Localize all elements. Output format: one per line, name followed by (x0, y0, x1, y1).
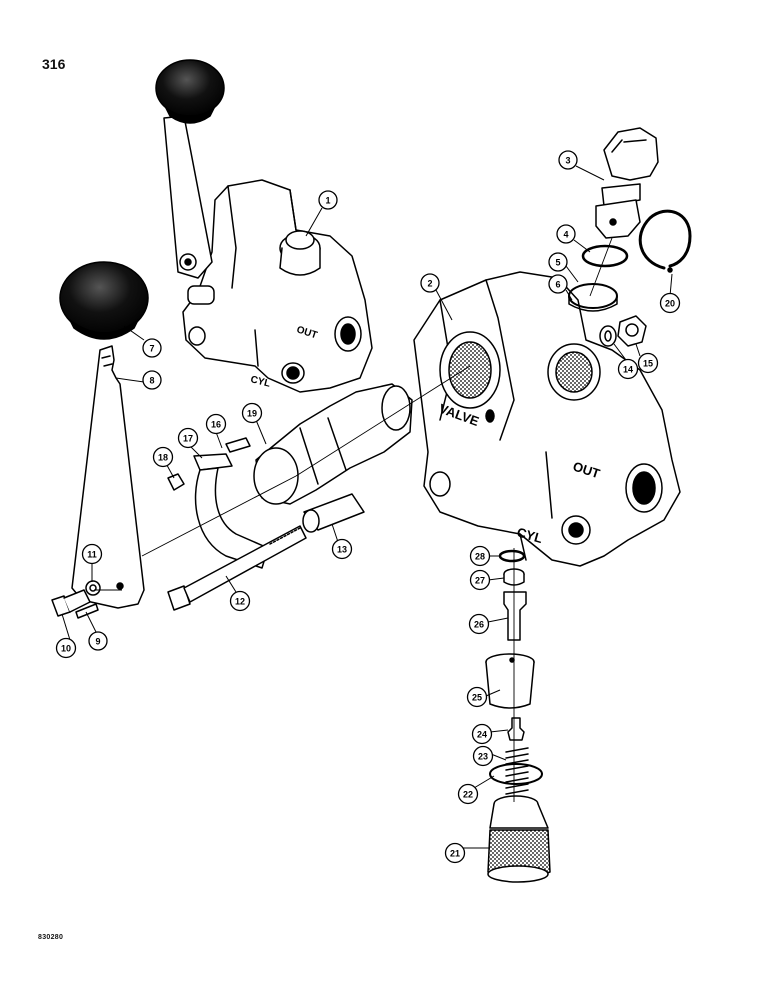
figure-code: 830280 (38, 934, 64, 941)
svg-text:11: 11 (87, 550, 97, 560)
svg-text:8: 8 (149, 376, 154, 386)
svg-text:7: 7 (149, 344, 154, 354)
callout-8: 8 (142, 370, 162, 390)
knob (59, 261, 149, 340)
svg-text:5: 5 (555, 258, 560, 268)
svg-text:12: 12 (235, 597, 245, 607)
bolt-and-pin (51, 580, 101, 619)
svg-text:4: 4 (563, 230, 568, 240)
callout-11: 11 (81, 543, 103, 565)
callout-26: 26 (468, 613, 490, 635)
svg-text:3: 3 (565, 156, 570, 166)
callout-5: 5 (548, 252, 568, 272)
callout-13: 13 (331, 538, 353, 560)
spool (253, 383, 413, 505)
callout-20: 20 (659, 292, 681, 314)
svg-text:25: 25 (472, 693, 482, 703)
casting-label-cyl-large: CYL (515, 524, 544, 546)
callout-17: 17 (177, 427, 199, 449)
snap-ring (638, 209, 692, 273)
callout-23: 23 (472, 745, 494, 767)
svg-text:6: 6 (555, 280, 560, 290)
callout-25: 25 (466, 686, 488, 708)
callout-2: 2 (420, 273, 440, 293)
svg-text:9: 9 (95, 637, 100, 647)
callout-16: 16 (205, 413, 227, 435)
svg-text:21: 21 (450, 849, 460, 859)
svg-text:14: 14 (623, 365, 633, 375)
callout-18: 18 (152, 446, 174, 468)
callout-15: 15 (637, 352, 659, 374)
casting-lettering: OUT CYL VALVE OUT CYL (249, 324, 602, 546)
svg-text:26: 26 (474, 620, 484, 630)
svg-text:23: 23 (478, 752, 488, 762)
callout-9: 9 (88, 631, 108, 651)
callout-3: 3 (558, 150, 578, 170)
svg-text:13: 13 (337, 545, 347, 555)
svg-text:1: 1 (325, 196, 330, 206)
callout-4: 4 (556, 224, 576, 244)
svg-text:22: 22 (463, 790, 473, 800)
callout-14: 14 (617, 358, 639, 380)
callout-28: 28 (469, 545, 491, 567)
lever (71, 345, 145, 609)
callout-24: 24 (471, 723, 493, 745)
callout-6: 6 (548, 274, 568, 294)
sleeve (302, 493, 365, 533)
relief-stack (485, 549, 551, 883)
rings (568, 244, 629, 312)
callout-19: 19 (241, 402, 263, 424)
callout-12: 12 (229, 590, 251, 612)
svg-text:10: 10 (61, 644, 71, 654)
valve-body (413, 271, 681, 567)
long-bolt (167, 525, 307, 611)
nut-and-washer (599, 315, 647, 347)
svg-text:27: 27 (475, 576, 485, 586)
svg-text:15: 15 (643, 359, 653, 369)
svg-text:18: 18 (158, 453, 168, 463)
relief-valve-cap (595, 127, 659, 239)
bracket-clamp (167, 437, 269, 569)
svg-text:19: 19 (247, 409, 257, 419)
svg-text:2: 2 (427, 279, 432, 289)
svg-text:16: 16 (211, 420, 221, 430)
callout-21: 21 (444, 842, 466, 864)
svg-text:28: 28 (475, 552, 485, 562)
assembled-valve-small (155, 59, 373, 393)
svg-text:24: 24 (477, 730, 487, 740)
page-number: 316 (42, 56, 66, 72)
callouts: 1 2 3 4 5 6 7 8 9 10 11 12 13 14 15 16 1… (55, 150, 681, 864)
callout-1: 1 (318, 190, 338, 210)
svg-text:20: 20 (665, 299, 675, 309)
callout-27: 27 (469, 569, 491, 591)
center-lines (94, 237, 613, 802)
callout-7: 7 (142, 338, 162, 358)
svg-text:17: 17 (183, 434, 193, 444)
callout-22: 22 (457, 783, 479, 805)
callout-leaders (61, 165, 673, 849)
casting-label-cyl-small: CYL (249, 374, 271, 390)
callout-10: 10 (55, 637, 77, 659)
